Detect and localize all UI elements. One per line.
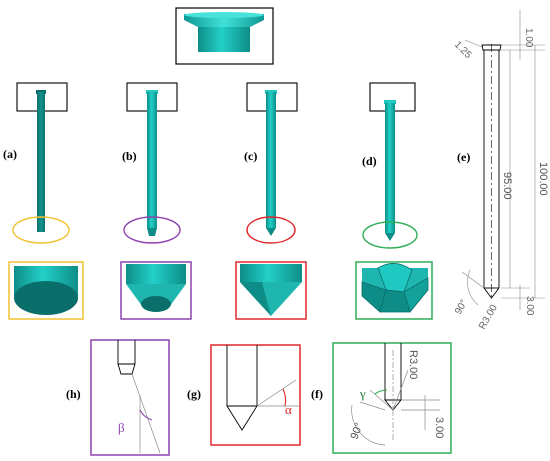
tip-zoom-c <box>235 261 307 320</box>
angle-alpha: α <box>285 402 292 417</box>
angle-gamma: γ <box>359 386 366 401</box>
label-e: (e) <box>457 150 470 164</box>
label-b: (b) <box>122 149 137 163</box>
panel-h: β <box>90 339 170 456</box>
dim-e-tip-radius: R3.00 <box>477 303 500 332</box>
dim-f-radius: R3.00 <box>407 350 419 379</box>
tip-zoom-b <box>120 261 192 320</box>
label-f: (f) <box>311 387 323 401</box>
label-a: (a) <box>3 147 17 161</box>
dim-f-tip-length: 3.00 <box>433 417 445 438</box>
panel-f: γ <box>332 342 452 454</box>
angle-beta: β <box>118 420 125 435</box>
rod-b-highlight-ellipse <box>123 216 181 244</box>
dim-e-body-length: 95.00 <box>501 172 513 200</box>
dim-f-angle: 90° <box>349 421 366 441</box>
rod-d-highlight-ellipse <box>362 221 418 249</box>
rod-d <box>362 82 418 249</box>
dim-e-head-chamfer: 1.25 <box>452 39 474 61</box>
dim-e-tip-angle: 90° <box>453 298 470 317</box>
tip-zoom-a <box>8 261 84 320</box>
panel-g: α <box>210 344 301 446</box>
label-d: (d) <box>362 154 377 168</box>
dim-e-head-height: 1.00 <box>523 28 534 48</box>
rod-c-highlight-ellipse <box>246 216 296 244</box>
label-g: (g) <box>187 387 201 401</box>
dim-e-total-length: 100.00 <box>537 162 549 196</box>
drawing-e <box>461 10 545 310</box>
label-h: (h) <box>66 387 81 401</box>
rod-c <box>246 82 298 244</box>
rod-b <box>123 82 181 244</box>
rod-a-highlight-ellipse <box>12 216 70 244</box>
rod-a <box>12 82 70 244</box>
head-zoom-panel <box>175 7 274 65</box>
tip-zoom-d <box>355 261 433 320</box>
dim-e-tip-length: 3.00 <box>524 296 535 316</box>
label-c: (c) <box>244 149 257 163</box>
